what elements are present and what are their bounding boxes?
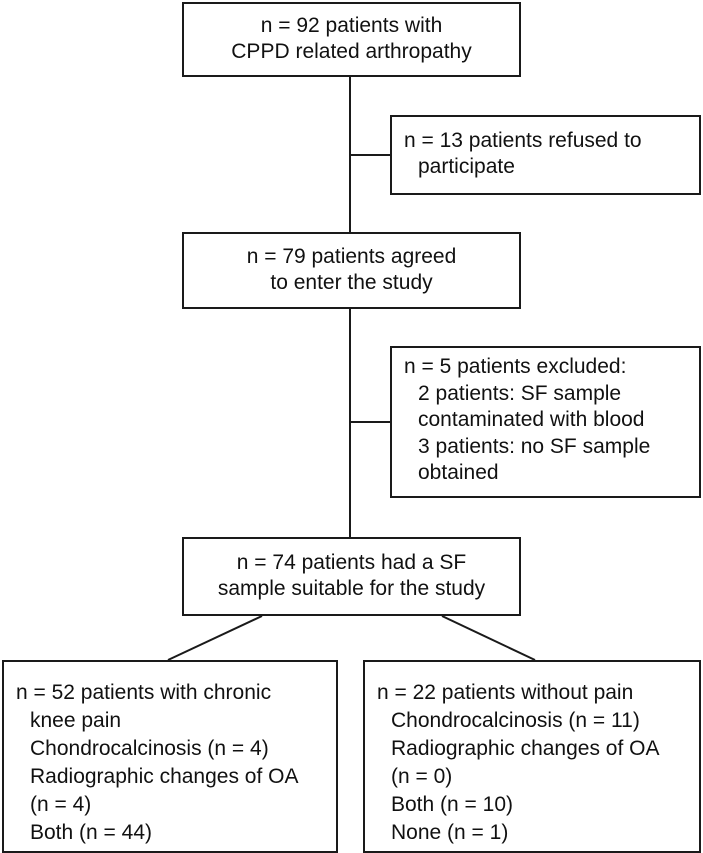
nopain-line-6: None (n = 1) bbox=[391, 821, 509, 844]
total-line-2: CPPD related arthropathy bbox=[231, 40, 472, 63]
pain-line-1: n = 52 patients with chronic bbox=[16, 681, 272, 704]
pain-line-3: Chondrocalcinosis (n = 4) bbox=[30, 737, 269, 760]
box-without-pain: n = 22 patients without pain Chondrocalc… bbox=[363, 660, 701, 853]
connector-suitable-to-pain bbox=[167, 615, 263, 661]
excluded-line-4: 3 patients: no SF sample bbox=[418, 434, 651, 458]
total-line-1: n = 92 patients with bbox=[260, 14, 443, 37]
suitable-line-1: n = 74 patients had a SF bbox=[236, 551, 467, 574]
nopain-line-3: Radiographic changes of OA bbox=[391, 737, 660, 760]
box-excluded-patients: n = 5 patients excluded: 2 patients: SF … bbox=[390, 346, 701, 498]
box-agreed-patients: n = 79 patients agreed to enter the stud… bbox=[182, 232, 521, 309]
box-refused-patients: n = 13 patients refused to participate bbox=[390, 115, 701, 195]
nopain-line-1: n = 22 patients without pain bbox=[377, 681, 634, 704]
pain-line-5: (n = 4) bbox=[30, 793, 92, 816]
suitable-line-2: sample suitable for the study bbox=[217, 577, 486, 600]
excluded-line-5: obtained bbox=[418, 461, 499, 484]
nopain-line-5: Both (n = 10) bbox=[391, 793, 513, 816]
pain-line-6: Both (n = 44) bbox=[30, 821, 152, 844]
box-chronic-knee-pain: n = 52 patients with chronic knee pain C… bbox=[2, 660, 338, 853]
pain-line-2: knee pain bbox=[30, 709, 122, 732]
refused-line-2: participate bbox=[418, 155, 515, 178]
agreed-line-2: to enter the study bbox=[270, 271, 433, 294]
refused-line-1: n = 13 patients refused to bbox=[404, 129, 642, 152]
box-total-patients: n = 92 patients with CPPD related arthro… bbox=[182, 2, 521, 77]
excluded-line-3: contaminated with blood bbox=[418, 408, 645, 431]
excluded-line-1: n = 5 patients excluded: bbox=[404, 355, 627, 378]
excluded-line-2: 2 patients: SF sample bbox=[418, 381, 622, 405]
box-suitable-samples: n = 74 patients had a SF sample suitable… bbox=[182, 537, 521, 616]
agreed-line-1: n = 79 patients agreed bbox=[246, 245, 457, 268]
nopain-line-4: (n = 0) bbox=[391, 765, 453, 788]
pain-line-4: Radiographic changes of OA bbox=[30, 765, 299, 788]
nopain-line-2: Chondrocalcinosis (n = 11) bbox=[391, 709, 640, 732]
connector-suitable-to-nopain bbox=[441, 615, 536, 661]
